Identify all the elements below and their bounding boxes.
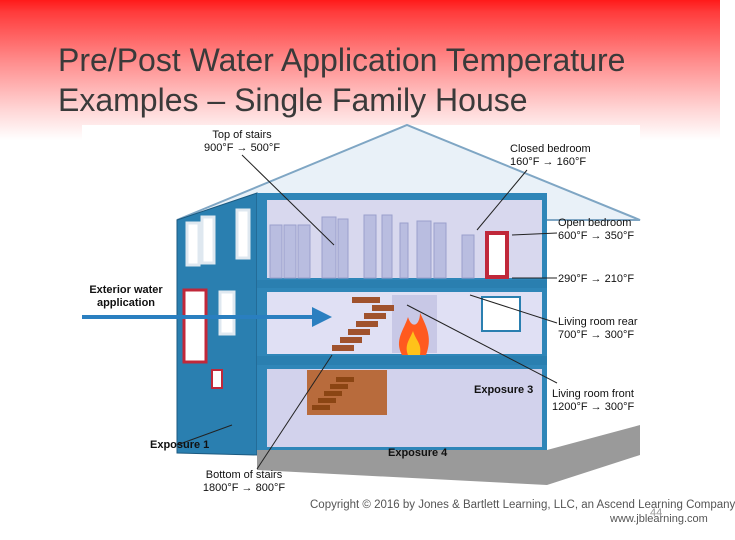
lower-stairs xyxy=(312,377,354,410)
ground-floor-plane xyxy=(257,425,640,485)
upper-floor-slab xyxy=(257,280,547,288)
label-exposure-4: Exposure 4 xyxy=(388,447,448,459)
slide-title-line2: Examples – Single Family House xyxy=(58,82,528,118)
label-top-of-stairs: Top of stairs 900°F → 500°F xyxy=(203,129,281,154)
label-exposure-3: Exposure 3 xyxy=(474,384,534,396)
front-small-window xyxy=(211,369,223,389)
front-window-4 xyxy=(218,290,236,336)
label-bottom-of-stairs: Bottom of stairs 1800°F → 800°F xyxy=(202,469,286,494)
front-door-window xyxy=(182,288,208,364)
middle-floor-slab xyxy=(257,356,547,365)
label-exposure-1: Exposure 1 xyxy=(150,439,210,451)
upper-stairs xyxy=(332,297,394,351)
page-number: 44 xyxy=(650,507,663,519)
slide-title-line1: Pre/Post Water Application Temperature xyxy=(58,42,626,78)
publisher-url: www.jblearning.com xyxy=(610,513,708,525)
house-illustration xyxy=(82,123,641,485)
copyright-text: Copyright © 2016 by Jones & Bartlett Lea… xyxy=(310,499,735,511)
bedroom-window xyxy=(485,231,509,279)
fire-core xyxy=(406,331,421,355)
label-living-room-rear: Living room rear 700°F → 300°F xyxy=(558,316,638,341)
front-window-2 xyxy=(200,215,216,265)
leader-lines xyxy=(176,154,558,470)
slide-title: Pre/Post Water Application Temperature E… xyxy=(58,40,698,120)
water-arrow-head xyxy=(312,307,332,327)
label-living-room-front: Living room front 1200°F → 300°F xyxy=(552,388,635,413)
house-cutaway-diagram: Top of stairs 900°F → 500°F Closed bedro… xyxy=(82,123,641,500)
water-stream xyxy=(82,315,312,319)
front-window-3 xyxy=(235,208,251,260)
label-open-bedroom: Open bedroom 600°F → 350°F xyxy=(558,217,635,242)
rear-window xyxy=(481,296,521,332)
title-background xyxy=(0,0,720,140)
label-exterior-water: Exterior water application xyxy=(89,284,163,309)
label-closed-bedroom: Closed bedroom 160°F → 160°F xyxy=(510,143,591,168)
front-window-1 xyxy=(185,221,201,267)
upper-panels xyxy=(269,214,475,279)
label-hallway: 290°F → 210°F xyxy=(558,273,635,285)
